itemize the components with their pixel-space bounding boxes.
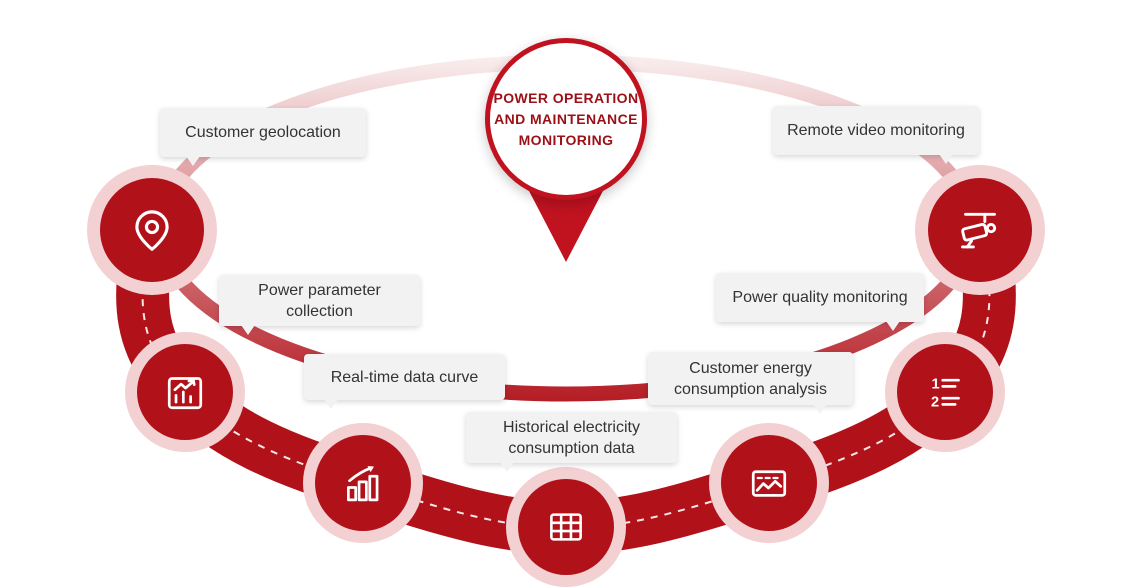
- svg-text:2: 2: [931, 395, 939, 411]
- label-text: Customer geolocation: [185, 124, 341, 141]
- node-circle: 1 2: [897, 344, 993, 440]
- growth-chart-icon: [347, 466, 379, 502]
- badge-line-2: AND MAINTENANCE: [494, 110, 638, 127]
- label-text: Real-time data curve: [330, 368, 479, 386]
- label-text: Historical electricity consumption data: [503, 418, 640, 457]
- waveform-icon: [751, 470, 787, 497]
- node-circle: [100, 178, 204, 282]
- label-pointer: [241, 325, 255, 335]
- badge-line-1: POWER OPERATION: [493, 89, 639, 106]
- label-text: Power parameter collection: [258, 281, 381, 320]
- node-circle: [518, 479, 614, 575]
- label-pointer: [939, 154, 953, 164]
- node-circle: [721, 435, 817, 531]
- label-remote-video-monitoring: Remote video monitoring: [773, 106, 979, 164]
- parameter-chart-icon: [167, 377, 203, 410]
- label-text: Customer energy consumption analysis: [674, 359, 827, 398]
- label-power-quality-monitoring: Power quality monitoring: [716, 273, 924, 331]
- label-energy-consumption-analysis: Customer energy consumption analysis: [648, 352, 853, 414]
- label-text: Power quality monitoring: [732, 289, 908, 306]
- numbered-list-icon: 1 2: [931, 377, 960, 411]
- data-table-icon: [550, 513, 582, 541]
- video-camera-icon: [961, 212, 997, 249]
- location-pin-icon: [135, 210, 169, 251]
- label-pointer: [324, 399, 338, 409]
- label-pointer: [813, 404, 827, 414]
- label-customer-geolocation: Customer geolocation: [160, 108, 366, 166]
- label-pointer: [186, 156, 200, 166]
- center-badge: POWER OPERATION AND MAINTENANCE MONITORI…: [485, 38, 647, 200]
- label-real-time-data-curve: Real-time data curve: [304, 354, 505, 409]
- node-circle: [928, 178, 1032, 282]
- node-circle: [137, 344, 233, 440]
- node-circle: [315, 435, 411, 531]
- badge-line-3: MONITORING: [518, 131, 614, 148]
- label-historical-consumption-data: Historical electricity consumption data: [466, 412, 677, 472]
- label-power-parameter-collection: Power parameter collection: [219, 275, 420, 335]
- label-text: Remote video monitoring: [787, 122, 965, 139]
- svg-text:1: 1: [932, 377, 940, 393]
- label-pointer: [500, 462, 514, 472]
- label-pointer: [886, 321, 900, 331]
